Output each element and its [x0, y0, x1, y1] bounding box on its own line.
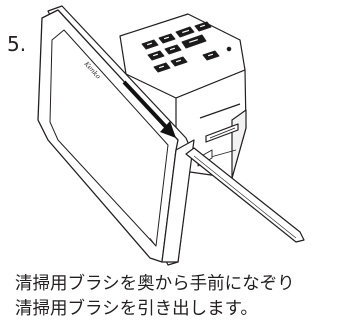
pull-direction-arrow	[122, 80, 176, 138]
bezel-marking	[149, 237, 157, 247]
instruction-caption: 清掃用ブラシを奥から手前になぞり 清掃用ブラシを引き出します。	[15, 272, 360, 322]
step-number: 5.	[7, 32, 27, 56]
lcd-panel	[37, 5, 195, 266]
control-key-labels	[146, 24, 214, 69]
caption-line-2: 清掃用ブラシを引き出します。	[15, 299, 258, 319]
control-keys	[141, 21, 232, 73]
film-scanner-illustration: Kenko	[37, 5, 305, 266]
caption-line-1: 清掃用ブラシを奥から手前になぞり	[15, 274, 295, 294]
cleaning-brush	[185, 147, 305, 243]
